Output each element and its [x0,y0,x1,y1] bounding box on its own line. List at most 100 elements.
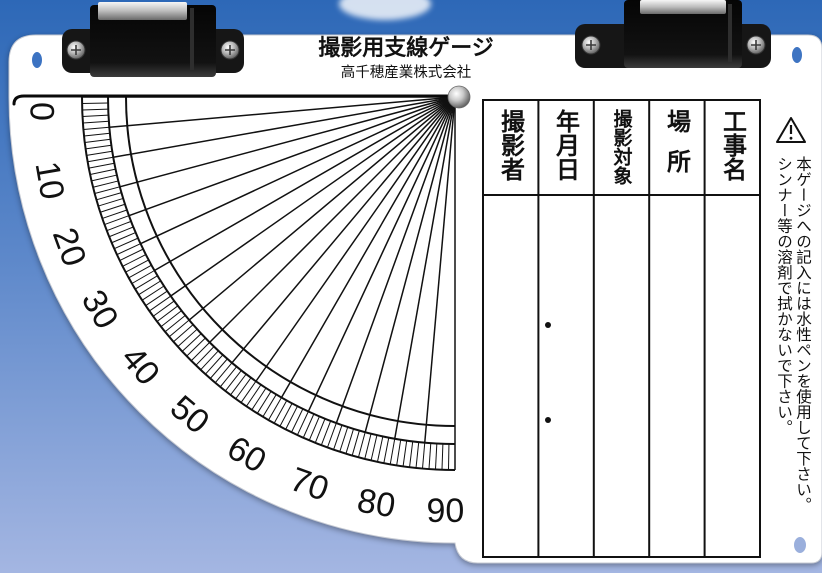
degree-tick [434,443,438,470]
pivot-pin [447,85,471,109]
scale-label-10: 10 [28,159,72,203]
radial-angle-line [109,96,456,128]
degree-tick [376,436,384,462]
degree-tick [87,156,114,163]
header-cell-project-name: 工事名 [705,109,760,193]
gauge-board [8,34,822,564]
degree-tick [296,411,309,436]
degree-tick [181,333,202,352]
degree-tick [82,114,109,118]
mounting-hole [794,537,806,553]
degree-tick [273,400,288,424]
degree-tick [141,285,165,301]
degree-tick [285,405,298,430]
notice-line-solvent: シンナー等の溶剤で拭かないで下さい。 [775,156,793,435]
record-table [482,99,761,558]
plumb-wire [12,94,451,106]
degree-tick [104,215,130,226]
header-cell-location: 場所 [649,109,704,193]
left-clip-edge [190,8,194,70]
degree-tick [224,370,242,392]
degree-tick [421,442,426,469]
radial-angle-line [424,96,456,443]
record-table-frame [482,99,761,558]
degree-tick [396,439,402,466]
degree-tick [214,362,233,384]
radial-angle-line [119,96,456,188]
degree-tick [389,438,396,465]
scale-label-90: 90 [426,492,464,530]
degree-tick [320,420,332,446]
degree-tick [173,324,194,343]
radial-angle-line [364,96,456,433]
degree-tick [122,254,147,267]
mounting-hole [32,52,42,68]
degree-tick [84,138,111,143]
degree-tick [160,310,182,328]
left-clip-body [90,5,216,77]
right-clip-edge [728,4,732,62]
right-clip-body [624,0,742,68]
degree-tick [98,197,124,207]
degree-tick [125,259,149,273]
degree-tick [135,275,158,290]
radial-angle-line [307,96,456,412]
maker-name: 高千穂産業株式会社 [340,65,472,81]
degree-tick [314,418,326,444]
degree-tick [268,397,282,421]
left-board-clip [62,2,244,77]
degree-tick [279,403,293,427]
degree-tick [205,354,224,375]
degree-tick [230,373,247,396]
degree-tick [108,226,134,238]
degree-tick [415,442,420,469]
degree-tick [114,237,139,250]
radial-angle-line [154,96,456,272]
radial-angle-line [209,96,456,343]
radial-angle-line [128,96,456,217]
degree-tick [256,391,272,414]
degree-tick [339,426,349,452]
degree-tick [168,319,190,338]
degree-tick [92,180,119,188]
degree-tick [209,358,228,379]
degree-tick [383,437,390,464]
degree-tick [428,443,432,470]
degree-tick [106,220,132,232]
degree-tick [94,186,120,195]
mounting-hole [792,47,802,63]
degree-tick [88,162,115,169]
degree-tick [86,150,113,156]
degree-tick [91,174,118,182]
degree-tick [262,394,277,417]
header-label-location: 場所 [662,109,691,189]
degree-tick [200,350,219,371]
background-highlight [339,0,431,20]
scale-label-0: 0 [22,102,60,121]
degree-tick [152,300,175,317]
header-label-date: 年月日 [551,109,580,181]
header-label-subject: 撮影対象 [610,109,633,185]
degree-tick [409,441,414,468]
degree-tick [246,384,262,407]
degree-tick [83,126,110,131]
screw-icon [66,40,86,60]
degree-tick [149,295,172,312]
usage-notice: 本ゲージへの記入には水性ペンを使用して下さい。 シンナー等の溶剤で拭かないで下さ… [768,156,812,536]
header-cell-subject: 撮影対象 [594,109,649,193]
degree-tick [235,377,252,400]
notice-line-pen: 本ゲージへの記入には水性ペンを使用して下さい。 [794,156,812,513]
degree-tick [156,305,179,322]
degree-tick [186,337,206,357]
degree-tick [145,290,168,306]
radial-angle-line [113,96,456,158]
warning-triangle-icon [776,117,806,143]
degree-tick [164,314,186,333]
radial-angle-line [280,96,456,398]
degree-tick [82,120,109,124]
radial-angle-line [335,96,456,424]
degree-tick [345,428,355,454]
radial-angle-line [170,96,456,297]
degree-tick [85,144,112,150]
